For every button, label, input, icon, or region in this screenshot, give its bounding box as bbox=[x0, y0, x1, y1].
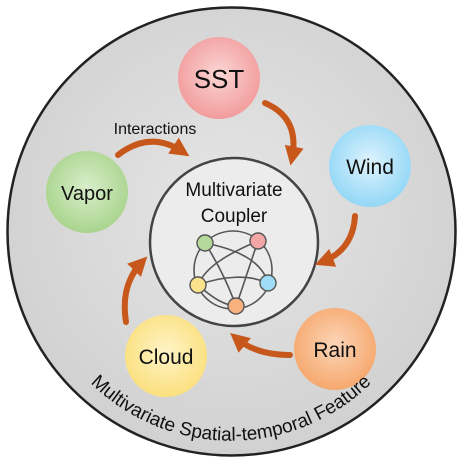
node-vapor: Vapor bbox=[46, 151, 128, 233]
arrow-vapor-to-coupler bbox=[115, 137, 190, 158]
node-cloud: Cloud bbox=[125, 315, 207, 397]
network-graph-icon bbox=[189, 230, 277, 315]
flow-arrows bbox=[115, 100, 358, 358]
graph-node-vapor bbox=[196, 234, 214, 252]
arrow-cloud-to-coupler bbox=[121, 256, 148, 325]
graph-node-cloud bbox=[189, 276, 207, 294]
arrow-sst-to-coupler bbox=[262, 100, 304, 166]
graph-node-wind bbox=[259, 274, 277, 292]
arrow-rain-to-coupler bbox=[230, 333, 293, 358]
node-rain: Rain bbox=[294, 308, 376, 390]
node-rain-label: Rain bbox=[313, 339, 356, 362]
arrow-wind-to-coupler bbox=[314, 213, 358, 267]
node-sst-label: SST bbox=[194, 64, 245, 94]
interactions-label: Interactions bbox=[114, 121, 197, 138]
graph-node-rain bbox=[227, 297, 245, 315]
node-wind-label: Wind bbox=[346, 156, 394, 179]
coupler-title-line2: Coupler bbox=[201, 206, 268, 227]
node-cloud-label: Cloud bbox=[139, 346, 194, 369]
coupler-title-line1: Multivariate bbox=[185, 180, 282, 201]
graph-node-sst bbox=[249, 232, 267, 250]
node-sst: SST bbox=[178, 37, 260, 119]
node-vapor-label: Vapor bbox=[61, 183, 113, 205]
node-wind: Wind bbox=[329, 125, 411, 207]
